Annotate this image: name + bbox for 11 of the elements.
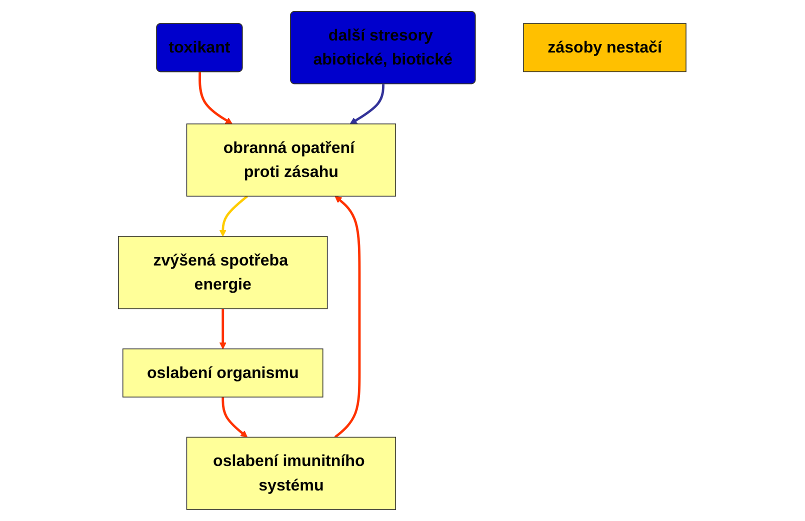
arrow xyxy=(222,397,248,438)
arrow xyxy=(220,308,227,350)
node-box: obranná opatření proti zásahu xyxy=(186,124,396,197)
node-box: zvýšená spotřeba energie xyxy=(118,236,328,310)
arrow xyxy=(198,72,233,124)
node-box: oslabení organismu xyxy=(122,348,324,398)
arrow xyxy=(350,84,385,124)
node-box: zásoby nestačí xyxy=(523,23,687,72)
node-box: oslabení imunitního systému xyxy=(186,436,396,510)
arrow xyxy=(220,195,248,237)
arrow xyxy=(334,196,361,438)
